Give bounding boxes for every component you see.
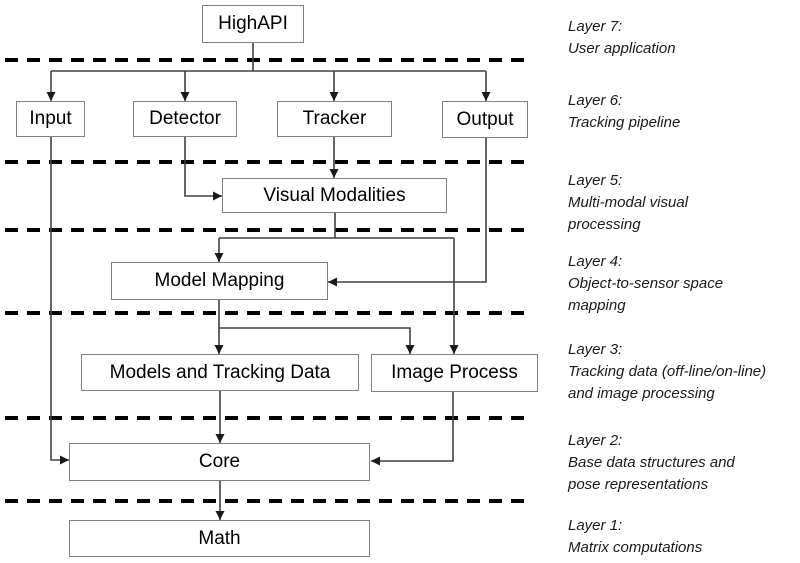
node-math: Math (69, 520, 370, 557)
node-input: Input (16, 101, 85, 137)
edge-ip-core (371, 392, 454, 466)
layer-desc: Multi-modal visual (568, 194, 689, 211)
layer-desc: Base data structures and (568, 454, 735, 471)
layer-label-3: Layer 3: Tracking data (off-line/on-line… (568, 339, 796, 405)
layer-title: Layer 6: (568, 92, 623, 109)
layer-desc: processing (568, 216, 641, 233)
edge-vm-stem (219, 213, 454, 239)
edge-input-core (50, 137, 69, 465)
layer-title: Layer 3: (568, 341, 623, 358)
layer-label-7: Layer 7: User application (568, 16, 796, 60)
layer-desc: Tracking data (off-line/on-line) (568, 363, 767, 380)
layer-label-2: Layer 2: Base data structures and pose r… (568, 430, 796, 496)
layer-desc: mapping (568, 297, 626, 314)
layer-label-6: Layer 6: Tracking pipeline (568, 90, 796, 134)
layer-desc: Tracking pipeline (568, 114, 681, 131)
layer-title: Layer 4: (568, 253, 623, 270)
edge-output-mm (328, 138, 487, 287)
node-visual-modalities: Visual Modalities (222, 178, 447, 213)
layer-desc: User application (568, 40, 676, 57)
layer-label-5: Layer 5: Multi-modal visual processing (568, 170, 796, 236)
node-tracker: Tracker (277, 101, 392, 137)
node-model-mapping: Model Mapping (111, 262, 328, 300)
layer-desc: and image processing (568, 385, 715, 402)
layer-desc: Matrix computations (568, 539, 703, 556)
layer-title: Layer 5: (568, 172, 623, 189)
node-core: Core (69, 443, 370, 481)
layer-desc: Object-to-sensor space (568, 275, 724, 292)
connectors (46, 43, 491, 520)
layer-label-4: Layer 4: Object-to-sensor space mapping (568, 251, 796, 317)
edge-mm-ip (219, 327, 415, 354)
layer-title: Layer 1: (568, 517, 623, 534)
node-detector: Detector (133, 101, 237, 137)
node-models-and-tracking-data: Models and Tracking Data (81, 354, 359, 391)
layer-title: Layer 2: (568, 432, 623, 449)
layer-label-1: Layer 1: Matrix computations (568, 515, 796, 559)
layer-desc: pose representations (568, 476, 709, 493)
node-highapi: HighAPI (202, 5, 304, 43)
node-output: Output (442, 101, 528, 138)
edge-detector-vm (184, 137, 222, 201)
layer-title: Layer 7: (568, 18, 623, 35)
node-image-process: Image Process (371, 354, 538, 392)
